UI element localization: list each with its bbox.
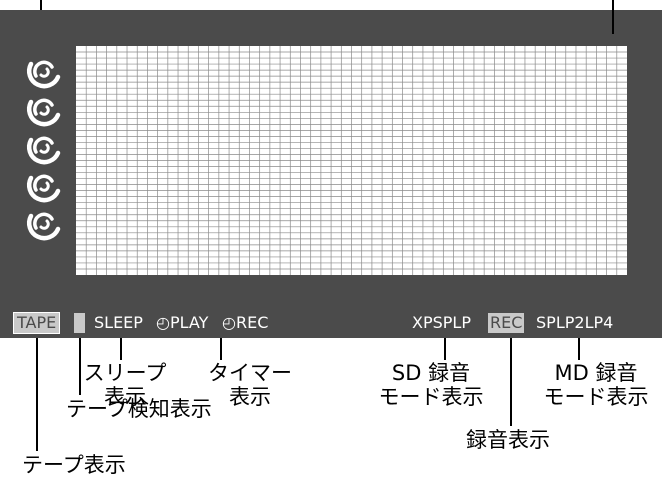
spiral-icon: [27, 212, 61, 241]
md-mode-label: MD 録音 モード表示: [532, 361, 660, 409]
timer-rec-indicator: ◴REC: [222, 312, 268, 334]
timer-play-indicator: ◴PLAY: [156, 312, 208, 334]
tape-label: テープ表示: [22, 453, 126, 477]
spiral-icon: [27, 174, 61, 203]
sleep-label: スリープ 表示: [78, 361, 172, 409]
sleep-label-line1: スリープ: [83, 361, 167, 385]
sd-lp: LP: [452, 313, 471, 332]
tape-detect-indicator: [74, 313, 85, 333]
timer-clock-icon: ◴: [222, 313, 236, 332]
timer-clock-icon: ◴: [156, 313, 170, 332]
sd-mode-label-line1: SD 録音: [391, 361, 471, 385]
spiral-icon: [27, 60, 61, 89]
sd-sp: SP: [432, 313, 453, 332]
md-mode-indicator: SPLP2LP4: [536, 312, 613, 334]
rec-indicator: REC: [488, 313, 525, 333]
md-mode-label-line2: モード表示: [543, 385, 649, 409]
timer-label-line2: 表示: [229, 385, 271, 409]
spiral-icons: [27, 60, 61, 241]
sleep-indicator: SLEEP: [94, 313, 143, 332]
sd-xp: XP: [412, 313, 433, 332]
md-sp: SP: [536, 313, 556, 332]
rec-label: 録音表示: [466, 428, 550, 452]
spiral-icon: [27, 136, 61, 165]
sd-mode-label: SD 録音 モード表示: [362, 361, 500, 409]
sleep-label-line2: 表示: [104, 385, 146, 409]
sd-mode-label-line2: モード表示: [378, 385, 484, 409]
sd-mode-indicator: XPSPLP: [412, 312, 471, 334]
md-lp2: LP2: [555, 313, 585, 332]
timer-rec-text: REC: [235, 313, 269, 332]
timer-play-text: PLAY: [169, 313, 209, 332]
tape-indicator: TAPE: [13, 312, 61, 334]
tape-detect-label: テープ検知表示: [66, 397, 212, 421]
timer-label-line1: タイマー: [208, 361, 292, 385]
spiral-icon: [27, 98, 61, 127]
timer-label: タイマー 表示: [200, 361, 300, 409]
md-mode-label-line1: MD 録音: [554, 361, 638, 385]
matrix-gridlines: [76, 46, 627, 275]
dot-matrix-area: [76, 46, 627, 275]
display-panel: TAPE SLEEP ◴PLAY ◴REC XPSPLP REC SPLP2LP…: [0, 10, 662, 338]
md-lp4: LP4: [584, 313, 614, 332]
